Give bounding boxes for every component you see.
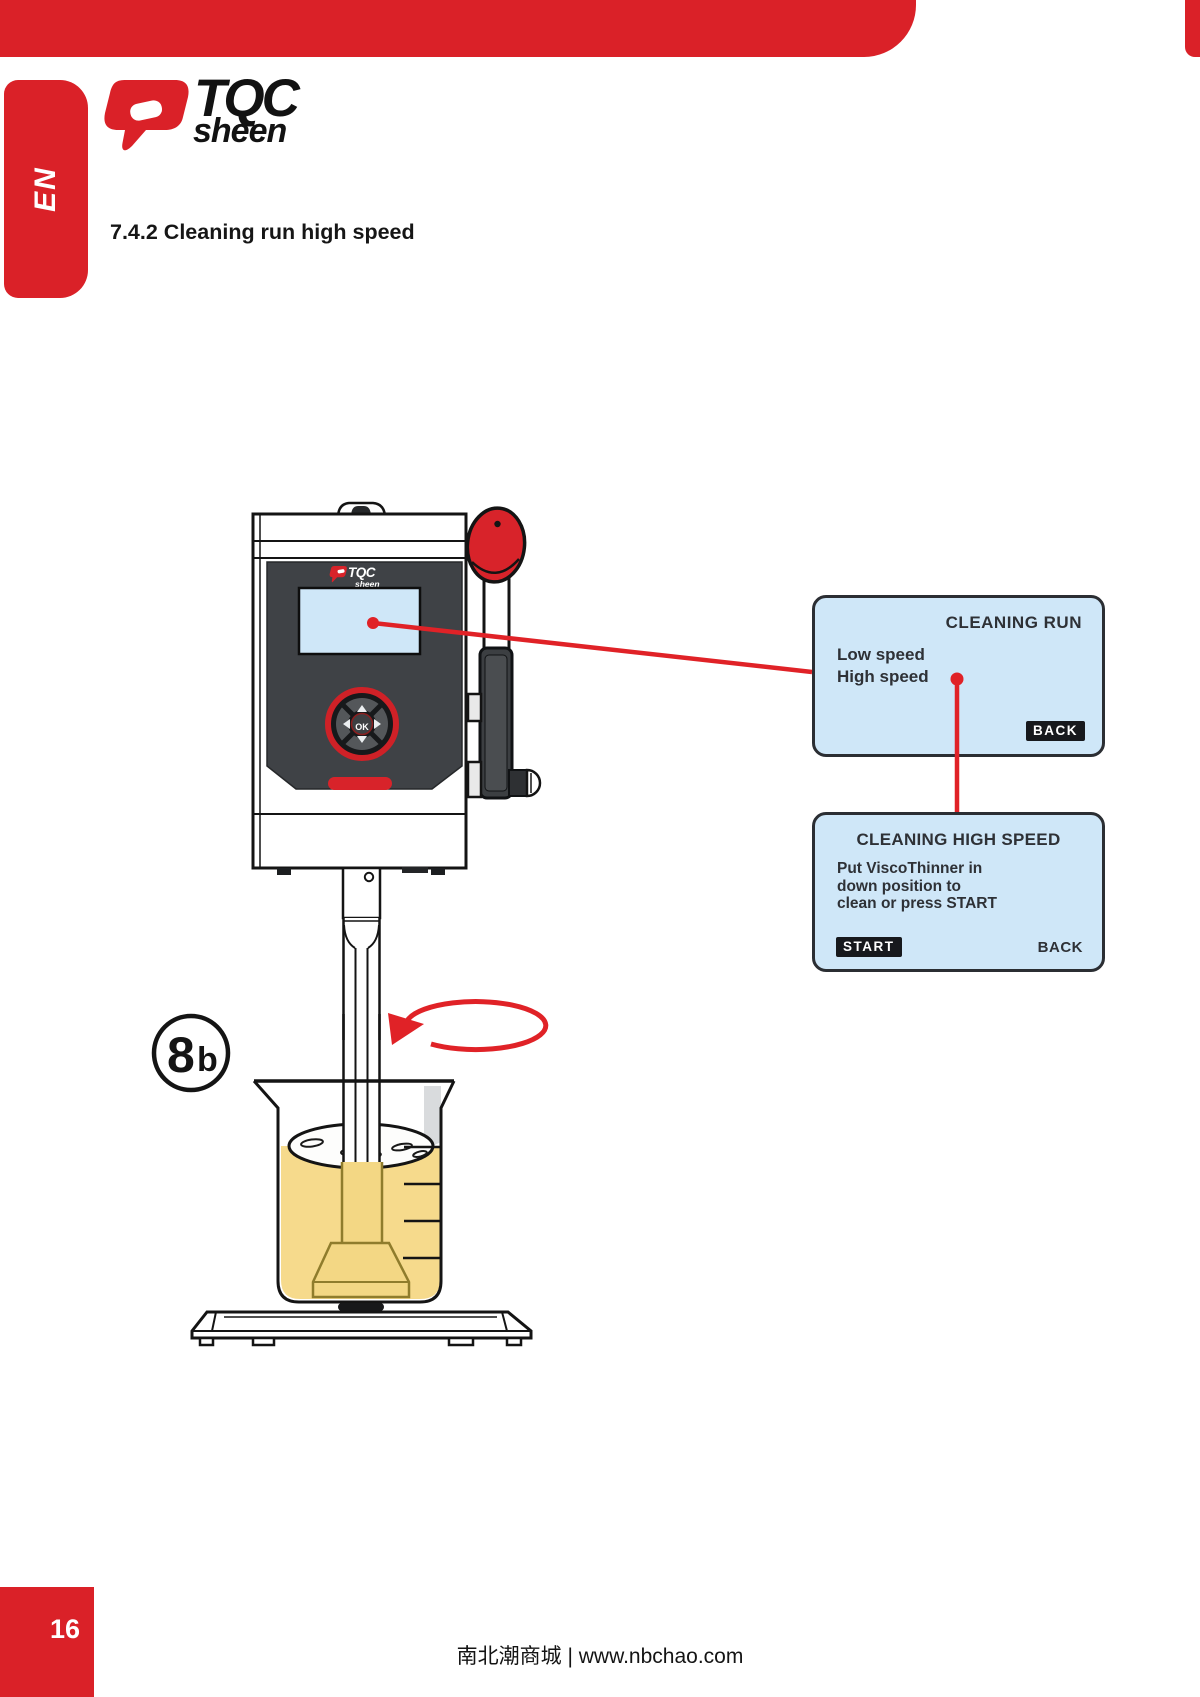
option-high-speed: High speed	[837, 667, 929, 686]
control-pad: OK	[325, 687, 399, 761]
clamp-sleeve	[478, 646, 514, 800]
option-low-speed: Low speed	[837, 645, 925, 664]
mixer-device: TQC sheen OK	[251, 501, 468, 875]
screen-title: CLEANING RUN	[945, 613, 1082, 632]
connector-dot	[367, 617, 379, 629]
panel-red-pill	[328, 777, 392, 790]
language-tab-label: EN	[29, 166, 62, 212]
language-tab-en: EN	[4, 80, 88, 298]
top-cap-inner	[351, 506, 371, 517]
beaker-outline	[252, 1079, 456, 1304]
step-number: 8	[167, 1027, 195, 1083]
beaker	[281, 1086, 441, 1299]
graduation-marks	[403, 1145, 440, 1260]
clamp-bracket	[466, 760, 483, 799]
device-logo-icon	[329, 566, 347, 583]
logo-sub-text: sheen	[193, 112, 287, 150]
surface-swirls	[300, 1138, 428, 1161]
clamp-bracket	[466, 692, 483, 723]
device-display	[297, 586, 422, 656]
clamp-lever	[465, 506, 542, 800]
instruction-line: clean or press START	[837, 895, 997, 912]
section-heading: 7.4.2 Cleaning run high speed	[110, 220, 415, 244]
submerged-shaft	[343, 1162, 381, 1243]
logo-window	[130, 100, 163, 121]
instruction-line: down position to	[837, 877, 961, 895]
lever-arm	[482, 564, 511, 672]
footer-site-text: 南北潮商城 | www.nbchao.com	[456, 1645, 744, 1668]
logo-brand-text: TQC	[194, 69, 300, 128]
instruction-line: Put ViscoThinner in	[837, 860, 983, 877]
screen-title: CLEANING HIGH SPEED	[856, 830, 1061, 849]
start-button: START	[836, 937, 902, 957]
top-cap	[336, 501, 387, 520]
front-panel	[266, 561, 463, 790]
stand-base	[190, 1303, 533, 1347]
screen-cleaning-high-speed: CLEANING HIGH SPEED Put ViscoThinner in …	[812, 812, 1105, 972]
step-label: 8 b	[151, 1013, 231, 1093]
rotation-arrowhead-icon	[388, 1013, 424, 1045]
page-number: 16	[50, 1614, 81, 1644]
arrow-up-icon	[357, 705, 367, 712]
screen-cleaning-run: CLEANING RUN Low speed High speed BACK	[812, 595, 1105, 757]
liquid-surface	[287, 1122, 435, 1170]
ok-button-label: OK	[355, 722, 369, 732]
step-suffix: b	[197, 1041, 218, 1079]
device-logo-brand: TQC	[348, 565, 376, 580]
arrow-right-icon	[374, 719, 381, 729]
screen-options: Low speed High speed	[837, 644, 929, 688]
device-logo: TQC sheen	[329, 565, 380, 589]
head-body	[251, 512, 468, 870]
pad-red-ring	[325, 687, 399, 761]
tqc-logo-icon	[104, 80, 189, 151]
lever-knob	[465, 506, 527, 584]
page-number-block: 16	[0, 1587, 94, 1697]
ok-button	[350, 712, 374, 736]
back-label: BACK	[1037, 939, 1083, 956]
beaker-shading	[424, 1086, 441, 1150]
back-button: BACK	[1026, 721, 1085, 741]
beaker-shadow	[338, 1303, 384, 1311]
base-feet	[198, 1336, 523, 1347]
pad-buttons	[336, 698, 388, 750]
arrow-down-icon	[357, 736, 367, 743]
screen-instructions: Put ViscoThinner in down position to cle…	[837, 860, 997, 913]
header-red-bar	[0, 0, 916, 57]
header-red-bar-corner	[1185, 0, 1200, 57]
bolt-cap	[525, 768, 542, 798]
stirrer-disc	[311, 1241, 411, 1299]
arrow-left-icon	[343, 719, 350, 729]
rotation-arrow	[342, 999, 549, 1053]
device-logo-sub: sheen	[355, 579, 380, 589]
stirrer-shaft	[311, 866, 411, 1299]
clamp-bolt	[508, 769, 528, 797]
liquid	[281, 1146, 440, 1299]
